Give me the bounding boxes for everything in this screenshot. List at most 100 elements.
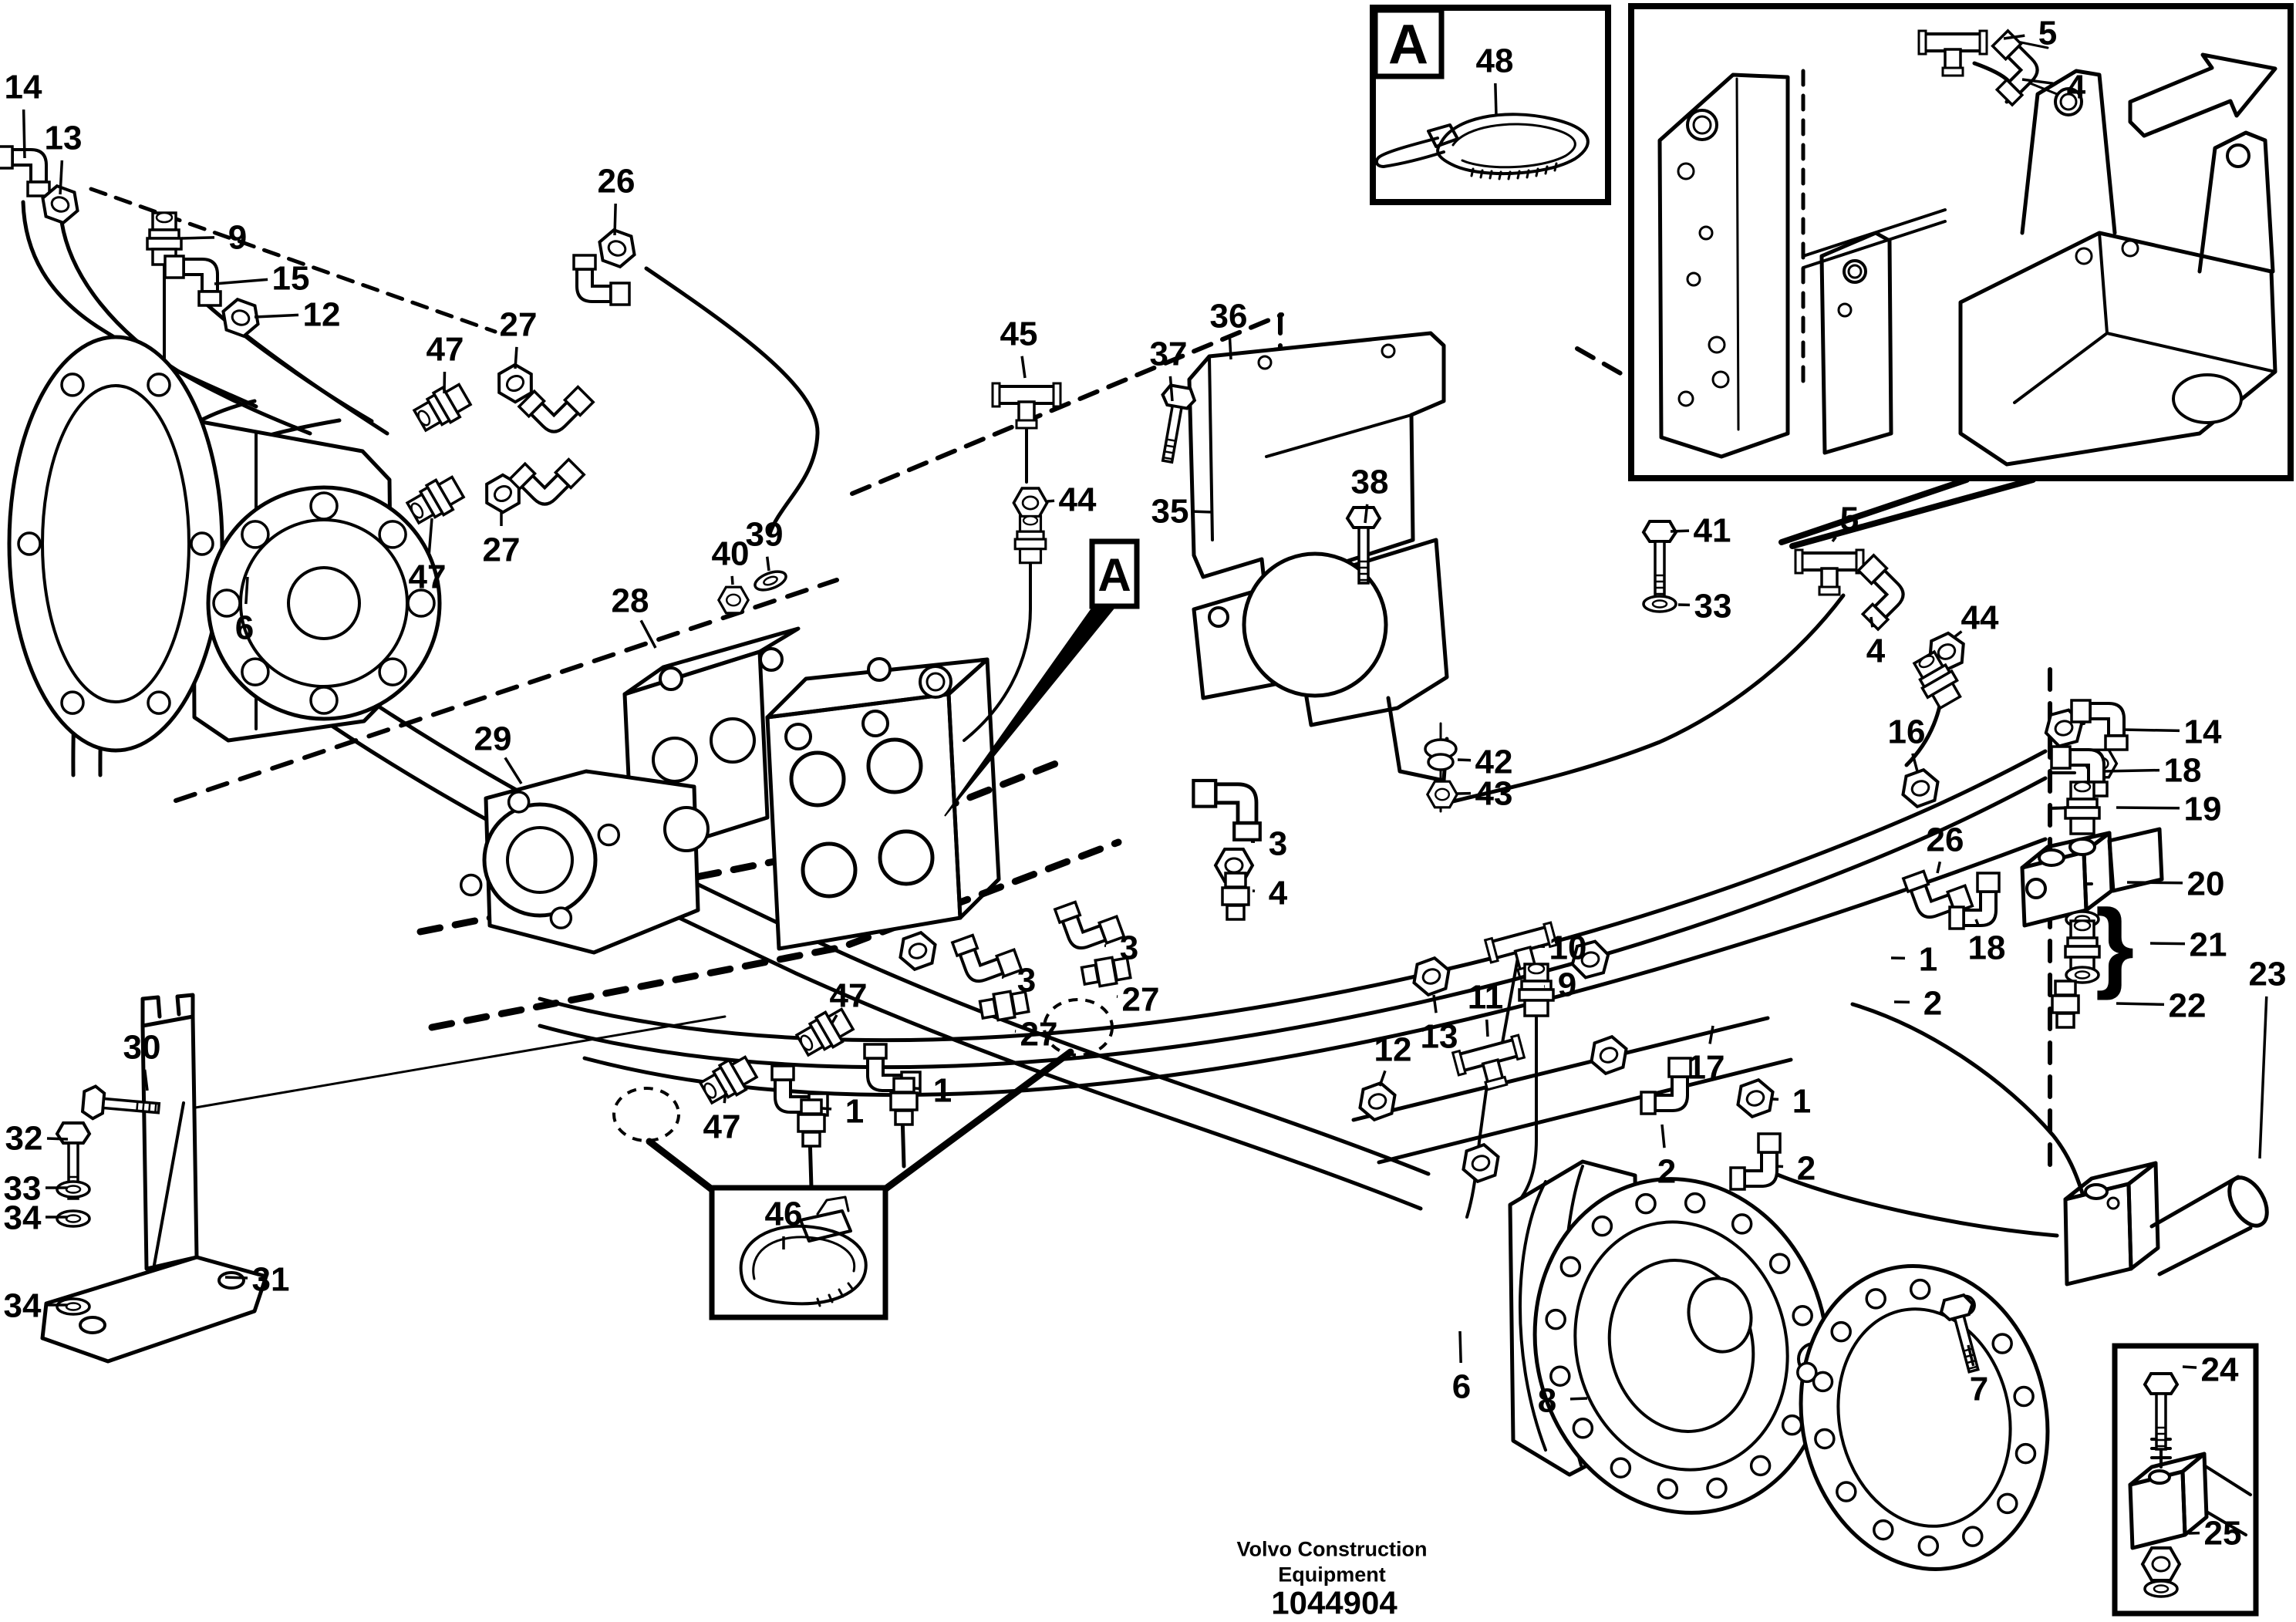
nut-fitting-icon bbox=[221, 297, 260, 339]
tee-fitting-icon bbox=[991, 382, 1062, 430]
callout-28: 28 bbox=[612, 582, 657, 649]
bore bbox=[800, 1034, 814, 1051]
diagram-ellipse bbox=[1257, 355, 1273, 370]
callout-label: 33 bbox=[1694, 587, 1732, 625]
detail-a-label-box bbox=[1372, 7, 1445, 79]
h bbox=[2153, 1584, 2170, 1593]
diagram-ellipse bbox=[2106, 1196, 2120, 1210]
diagram-ellipse bbox=[1698, 225, 1714, 241]
diagram-line bbox=[1374, 137, 1445, 168]
elbow-fitting-icon bbox=[572, 254, 631, 306]
diagram-ellipse bbox=[2059, 93, 2078, 111]
diagram-ellipse bbox=[784, 723, 812, 750]
cap bbox=[1640, 1091, 1657, 1115]
callout-14: 14 bbox=[2122, 713, 2222, 750]
leader-line bbox=[1953, 630, 1963, 639]
bolt-hole bbox=[1706, 1477, 1728, 1499]
bolt-hole bbox=[1865, 1288, 1886, 1310]
callout-label: 31 bbox=[252, 1260, 290, 1298]
capL bbox=[1794, 548, 1804, 575]
callout-label: 34 bbox=[4, 1286, 42, 1324]
callout-47: 47 bbox=[703, 1090, 740, 1145]
c bbox=[2055, 1012, 2075, 1029]
leader-line bbox=[1192, 510, 1213, 514]
seg bbox=[2064, 945, 2101, 959]
diagram-ellipse bbox=[287, 566, 361, 640]
elbow-fitting-icon bbox=[2070, 699, 2129, 751]
diagram-ellipse bbox=[1711, 370, 1730, 389]
callout-label: 7 bbox=[1970, 1370, 1988, 1408]
leader-line bbox=[2003, 34, 2025, 40]
hole bbox=[1580, 951, 1600, 968]
callout-45: 45 bbox=[1000, 315, 1037, 379]
callout-label: 36 bbox=[1210, 297, 1248, 335]
bolt-hole bbox=[190, 531, 214, 556]
callout-label: 12 bbox=[1374, 1030, 1412, 1068]
coupling-fitting-icon bbox=[797, 1098, 826, 1148]
hole bbox=[1434, 787, 1451, 801]
callout-9: 9 bbox=[181, 218, 247, 256]
diagram-ellipse bbox=[1686, 271, 1701, 287]
thread bbox=[154, 1103, 157, 1113]
nut-fitting-icon bbox=[1425, 780, 1459, 809]
callout-43: 43 bbox=[1455, 774, 1513, 812]
bot bbox=[1427, 753, 1455, 771]
ref-a-box bbox=[1089, 538, 1140, 609]
washer-fitting-icon bbox=[56, 1209, 91, 1228]
elbow-fitting-icon bbox=[0, 145, 51, 197]
callout-label: 37 bbox=[1150, 335, 1188, 373]
callout-18: 18 bbox=[1968, 919, 2005, 966]
callout-23: 23 bbox=[2249, 955, 2286, 1159]
bore bbox=[1022, 515, 1039, 526]
diagram-ellipse bbox=[878, 829, 935, 886]
nut-fitting-icon bbox=[2140, 1546, 2182, 1582]
callout-27: 27 bbox=[1116, 980, 1159, 1018]
callout-label: 1 bbox=[845, 1092, 864, 1130]
bolt-fitting-icon bbox=[1345, 506, 1382, 585]
callout-label: 41 bbox=[1694, 511, 1731, 549]
b bbox=[2051, 994, 2080, 1014]
cap bbox=[1994, 78, 2025, 107]
callout-16: 16 bbox=[1888, 713, 1925, 772]
bolt-hole bbox=[406, 588, 436, 618]
h bbox=[763, 575, 778, 586]
callout-7: 7 bbox=[1967, 1344, 1988, 1408]
cap bbox=[572, 254, 597, 271]
h bbox=[65, 1214, 82, 1223]
callout-label: 13 bbox=[1421, 1017, 1458, 1055]
nut-fitting-icon bbox=[1412, 956, 1451, 997]
callout-label: 35 bbox=[1151, 492, 1189, 530]
a bbox=[1224, 872, 1247, 889]
elbow-fitting-icon bbox=[950, 933, 1023, 983]
h bbox=[2074, 970, 2091, 980]
diagram-line bbox=[1735, 77, 1740, 431]
bolt-fitting-icon bbox=[2143, 1372, 2180, 1451]
c bbox=[801, 1131, 821, 1148]
callout-label: 4 bbox=[1269, 874, 1288, 912]
diagram-line bbox=[1208, 355, 1413, 541]
callout-label: 43 bbox=[1475, 774, 1513, 812]
diagram-ellipse bbox=[2075, 247, 2093, 265]
hole bbox=[1937, 643, 1957, 660]
bolt-hole bbox=[1572, 1418, 1594, 1439]
washer-fitting-icon bbox=[2065, 966, 2100, 984]
callout-11: 11 bbox=[1468, 978, 1503, 1037]
bore bbox=[1918, 655, 1935, 669]
nut-fitting-icon bbox=[497, 363, 533, 404]
callout-label: 30 bbox=[123, 1028, 161, 1066]
diagram-ellipse bbox=[2121, 239, 2139, 258]
diagram-line bbox=[2203, 1464, 2252, 1536]
bolt-hole bbox=[309, 491, 339, 521]
callout-label: 4 bbox=[2067, 68, 2086, 106]
bolt-hole bbox=[1792, 1305, 1813, 1327]
strap-clamp-46 bbox=[739, 1224, 868, 1306]
callout-label: 20 bbox=[2187, 865, 2225, 902]
callout-4: 4 bbox=[1252, 874, 1288, 912]
diagram-ellipse bbox=[1677, 390, 1694, 407]
leader-line bbox=[1485, 1019, 1489, 1037]
diagram-ellipse bbox=[789, 750, 846, 808]
nut-fitting-icon bbox=[1462, 1142, 1500, 1184]
callout-label: 44 bbox=[1961, 599, 1999, 636]
bore bbox=[417, 410, 431, 427]
